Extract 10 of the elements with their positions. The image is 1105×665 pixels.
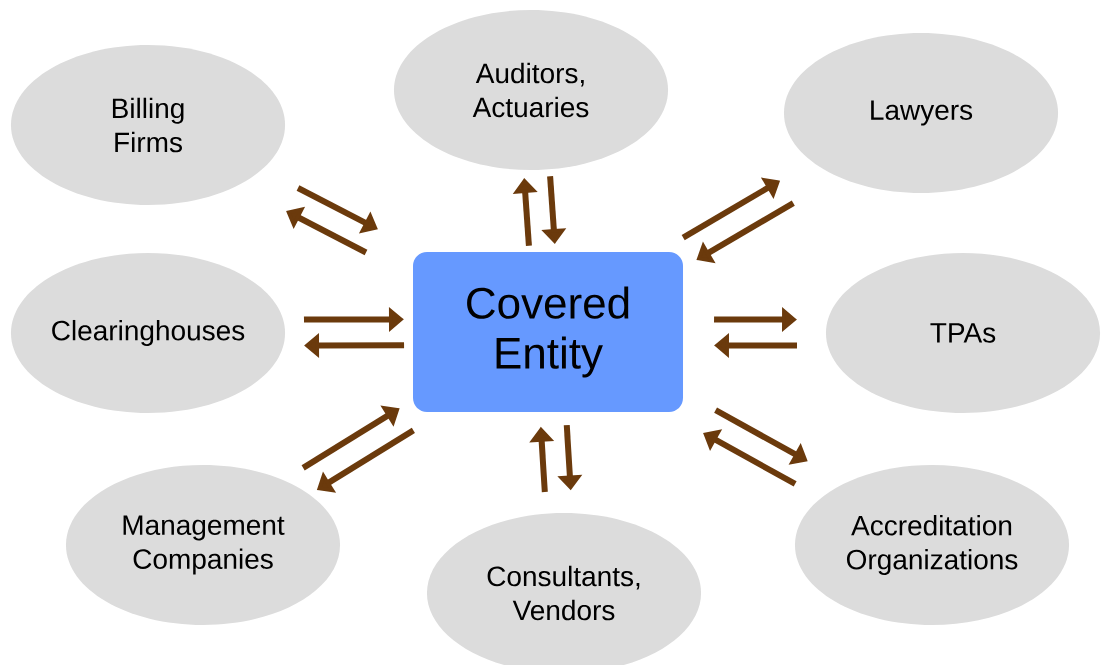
arrow bbox=[301, 405, 400, 471]
ellipse-node: Auditors, Actuaries bbox=[393, 10, 669, 170]
ellipse-node: Accreditation Organizations bbox=[794, 465, 1070, 625]
arrow bbox=[703, 429, 797, 487]
ellipse-node: Management Companies bbox=[65, 465, 341, 625]
rounded-box: Covered Entity bbox=[413, 252, 683, 412]
ellipse-node: Billing Firms bbox=[10, 45, 286, 205]
ellipse-node: TPAs bbox=[825, 253, 1101, 413]
ellipse-node: Lawyers bbox=[783, 33, 1059, 193]
ellipse-node: Clearinghouses bbox=[10, 253, 286, 413]
